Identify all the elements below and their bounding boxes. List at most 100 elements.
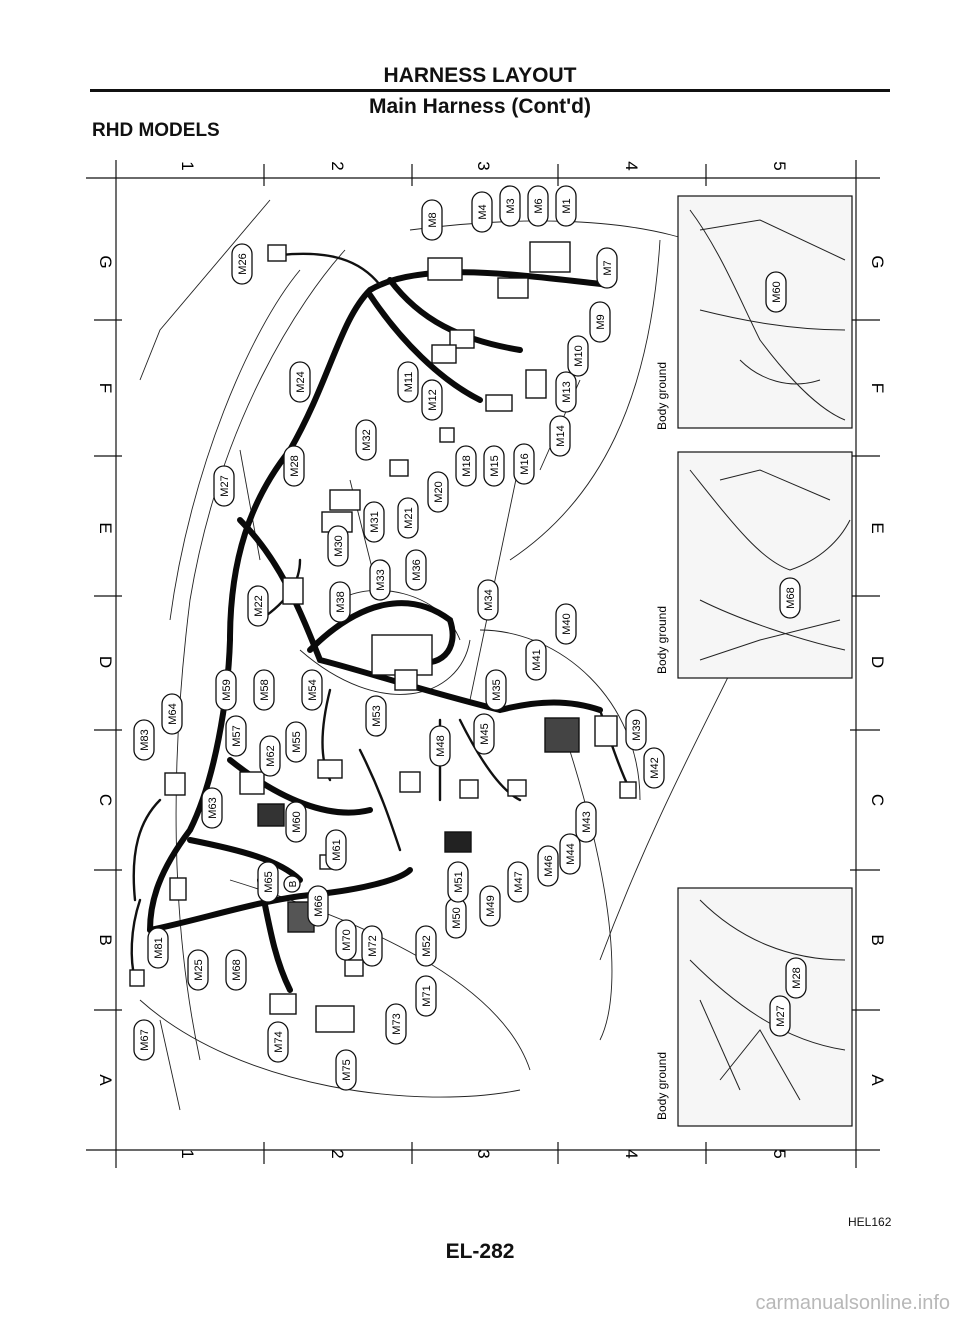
connector-label: M54 (307, 679, 319, 700)
connector-m49: M49 (479, 885, 501, 927)
connector-blocks (129, 241, 637, 1033)
connector-label: M51 (453, 871, 465, 892)
inset-connector-badge: M60 (771, 281, 783, 302)
connector-label: M35 (491, 679, 503, 700)
connector-m14: M14 (549, 415, 571, 457)
connector-label: M63 (207, 797, 219, 818)
column-ticks (263, 164, 707, 1164)
connector-m13: M13 (555, 371, 577, 413)
connector-m71: M71 (415, 975, 437, 1017)
connector-label: M67 (139, 1029, 151, 1050)
inset-connector-badge: M68 (785, 587, 797, 608)
connector-label: M3 (505, 198, 517, 213)
connector-m64: M64 (161, 693, 183, 735)
connector-label: M16 (519, 453, 531, 474)
connector-label: M72 (367, 935, 379, 956)
connector-m70: M70 (335, 919, 357, 961)
column-label-2: 2 (328, 161, 347, 170)
connector-m38: M38 (329, 581, 351, 623)
model-variant-label: RHD MODELS (92, 120, 220, 141)
connector-label: M20 (433, 481, 445, 502)
row-label-B: B (868, 934, 887, 945)
row-label-G: G (868, 255, 887, 268)
row-label-C: C (868, 794, 887, 806)
row-ticks (94, 319, 880, 1011)
title-rule (90, 89, 890, 92)
page-subtitle: Main Harness (Cont'd) (368, 95, 591, 118)
connector-label: M7 (602, 260, 614, 275)
connector-m60: M60 (765, 271, 787, 313)
connector-label: M1 (561, 198, 573, 213)
connector-label: M42 (649, 757, 661, 778)
connector-m54: M54 (301, 669, 323, 711)
connector-label: M64 (167, 703, 179, 724)
connector-m15: M15 (483, 445, 505, 487)
connector-label: M52 (421, 935, 433, 956)
ground-marker-label: B (288, 880, 299, 887)
column-label-1: 1 (178, 161, 197, 170)
connector-label: M6 (533, 198, 545, 213)
connector-m32: M32 (355, 419, 377, 461)
connector-m35: M35 (485, 669, 507, 711)
connector-m81: M81 (147, 927, 169, 969)
connector-label: M74 (273, 1031, 285, 1052)
connector-label: M46 (543, 855, 555, 876)
row-label-F: F (96, 383, 115, 393)
connector-m66: M66 (307, 885, 329, 927)
connector-label: M58 (259, 679, 271, 700)
connector-m26: M26 (231, 243, 253, 285)
connector-m48: M48 (429, 725, 451, 767)
connector-label: M11 (403, 372, 415, 393)
connector-m41: M41 (525, 639, 547, 681)
column-label-4: 4 (622, 161, 641, 170)
connector-m4: M4 (471, 191, 493, 233)
connector-m59: M59 (215, 669, 237, 711)
page-number: EL-282 (445, 1240, 515, 1263)
connector-m40: M40 (555, 603, 577, 645)
connector-m12: M12 (421, 379, 443, 421)
connector-m9: M9 (589, 301, 611, 343)
connector-m58: M58 (253, 669, 275, 711)
connector-m22: M22 (247, 585, 269, 627)
connector-m27: M27 (769, 995, 791, 1037)
connector-m45: M45 (473, 713, 495, 755)
connector-label: M27 (219, 475, 231, 496)
connector-label: M48 (435, 735, 447, 756)
connector-m52: M52 (415, 925, 437, 967)
row-label-F: F (868, 383, 887, 393)
inset-connector-badge: M27 (775, 1005, 787, 1026)
ground-marker: B (283, 875, 301, 893)
connector-label: M81 (153, 937, 165, 958)
connector-label: M32 (361, 429, 373, 450)
connector-label: M45 (479, 723, 491, 744)
connector-m68: M68 (779, 577, 801, 619)
connector-m62: M62 (259, 735, 281, 777)
connector-m73: M73 (385, 1003, 407, 1045)
connector-m50: M50 (445, 897, 467, 939)
connector-label: M68 (231, 959, 243, 980)
connector-label: M65 (263, 871, 275, 892)
connector-label: M26 (237, 253, 249, 274)
connector-label: M59 (221, 679, 233, 700)
connector-label: M71 (421, 985, 433, 1006)
connector-label: M41 (531, 649, 543, 670)
column-label-3: 3 (474, 1149, 493, 1158)
row-label-E: E (96, 522, 115, 533)
connector-label: M9 (595, 314, 607, 329)
connector-m16: M16 (513, 443, 535, 485)
connector-label: M73 (391, 1013, 403, 1034)
connector-m27: M27 (213, 465, 235, 507)
connector-m20: M20 (427, 471, 449, 513)
connector-label: M39 (631, 719, 643, 740)
connector-m3: M3 (499, 185, 521, 227)
connector-m24: M24 (289, 361, 311, 403)
connector-label: M50 (451, 907, 463, 928)
inset-sketches (689, 209, 851, 1101)
inset-label: Body ground (655, 606, 669, 674)
row-label-B: B (96, 934, 115, 945)
connector-label: M13 (561, 381, 573, 402)
connector-label: M40 (561, 613, 573, 634)
connector-m30: M30 (327, 525, 349, 567)
